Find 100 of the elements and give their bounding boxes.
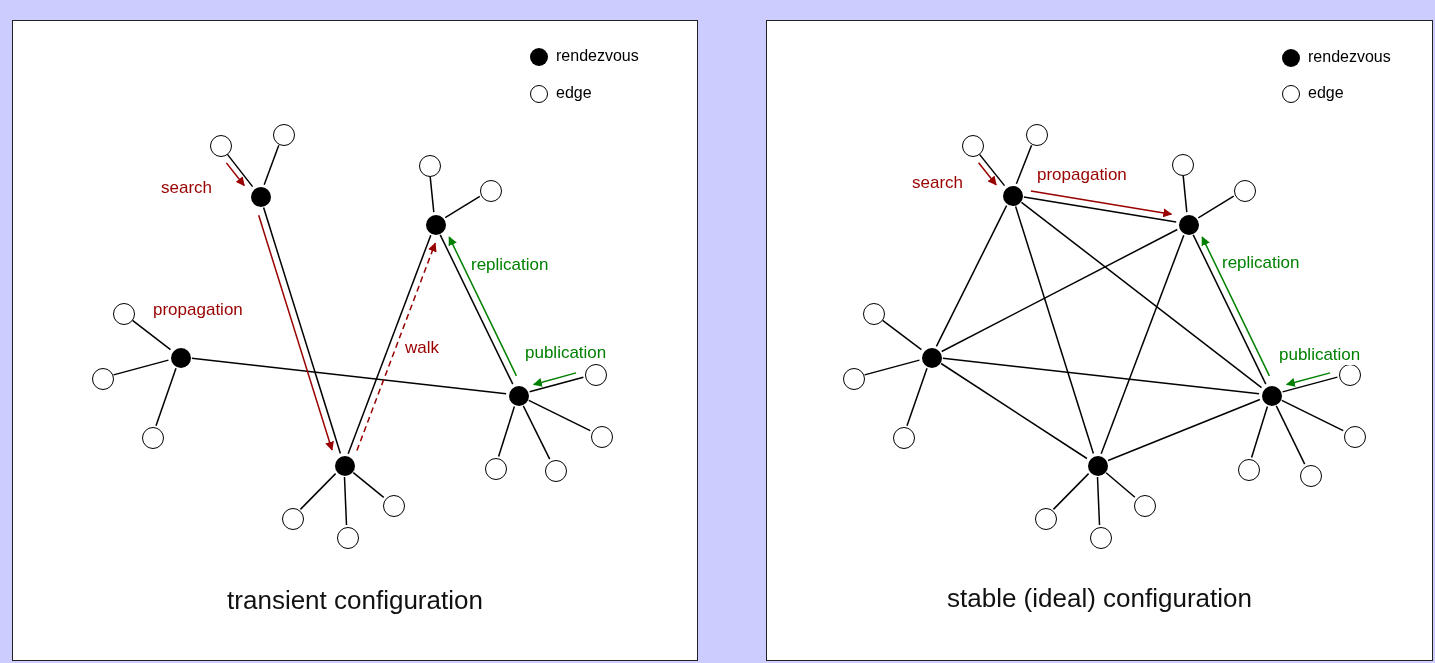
peer-node — [383, 495, 405, 517]
connector-line — [112, 359, 170, 376]
rendezvous-node — [1262, 386, 1282, 406]
peer-node — [92, 368, 114, 390]
connector-line — [226, 153, 254, 188]
legend-label: rendezvous — [1308, 48, 1391, 66]
edge-label: replication — [470, 255, 550, 275]
connector-line — [1275, 405, 1306, 465]
peer-node — [962, 135, 984, 157]
peer-node — [480, 180, 502, 202]
rendezvous-node — [251, 187, 271, 207]
connector-line — [299, 472, 337, 511]
connector-line — [429, 176, 435, 213]
peer-node — [1026, 124, 1048, 146]
connector-line — [1105, 472, 1136, 498]
peer-node — [1172, 154, 1194, 176]
connector-line — [528, 399, 591, 432]
panel-caption: transient configuration — [227, 585, 483, 616]
diagram-panel — [766, 20, 1433, 661]
peer-node — [419, 155, 441, 177]
connector-line — [1014, 205, 1095, 455]
peer-node — [210, 135, 232, 157]
peer-node — [142, 427, 164, 449]
connector-line — [263, 144, 280, 186]
connector-line — [131, 319, 172, 351]
connector-line — [497, 405, 516, 458]
arrow — [977, 162, 997, 186]
edge-label: replication — [1221, 253, 1301, 273]
peer-node — [1238, 459, 1260, 481]
connector-line — [1107, 398, 1261, 462]
connector-line — [940, 362, 1088, 460]
connector-line — [1020, 201, 1263, 389]
peer-node — [585, 364, 607, 386]
legend-label: edge — [556, 84, 592, 102]
arrow — [1201, 236, 1271, 377]
connector-line — [1197, 195, 1235, 219]
connector-line — [978, 153, 1006, 187]
rendezvous-node — [509, 386, 529, 406]
connector-line — [343, 476, 348, 526]
legend-label: rendezvous — [556, 47, 639, 65]
connector-line — [1023, 196, 1177, 223]
panel-caption: stable (ideal) configuration — [947, 583, 1252, 614]
rendezvous-node — [335, 456, 355, 476]
connector-line — [863, 359, 921, 376]
peer-node — [273, 124, 295, 146]
connector-line — [1281, 376, 1339, 393]
connector-line — [942, 357, 1260, 395]
arrow — [448, 236, 518, 377]
connector-line — [940, 228, 1179, 353]
peer-node — [1134, 495, 1156, 517]
peer-node — [1090, 527, 1112, 549]
connector-line — [1250, 405, 1269, 459]
peer-node — [282, 508, 304, 530]
connector-line — [347, 234, 432, 455]
rendezvous-node — [1003, 186, 1023, 206]
peer-node — [485, 458, 507, 480]
peer-node — [893, 427, 915, 449]
arrow — [225, 162, 245, 187]
connector-line — [881, 319, 923, 351]
edge-label: propagation — [1036, 165, 1128, 185]
arrow — [257, 214, 334, 451]
peer-node — [113, 303, 135, 325]
peer-node — [545, 460, 567, 482]
edge-label: publication — [1278, 345, 1362, 365]
connector-line — [935, 204, 1008, 348]
connector-line — [191, 357, 507, 395]
peer-node — [1344, 426, 1366, 448]
edge-label: propagation — [152, 300, 244, 320]
rendezvous-node — [922, 348, 942, 368]
connector-line — [262, 206, 342, 455]
connector-line — [155, 367, 177, 427]
peer-node — [1339, 364, 1361, 386]
rendezvous-node — [1179, 215, 1199, 235]
rendezvous-node — [1088, 456, 1108, 476]
dashed-arrow — [356, 242, 437, 452]
connector-line — [1100, 234, 1185, 455]
arrow — [1285, 372, 1331, 387]
connector-line — [1015, 144, 1033, 185]
rendezvous-node — [171, 348, 191, 368]
connector-line — [444, 195, 481, 219]
diagram-panel — [12, 20, 698, 661]
peer-node — [591, 426, 613, 448]
peer-node — [843, 368, 865, 390]
peer-node — [1234, 180, 1256, 202]
rendezvous-node — [426, 215, 446, 235]
connector-line — [1182, 175, 1188, 213]
connector-line — [439, 234, 514, 385]
connector-line — [906, 367, 928, 427]
arrow — [1030, 190, 1173, 218]
legend-label: edge — [1308, 84, 1344, 102]
edge-label: publication — [524, 343, 608, 363]
connector-line — [352, 471, 385, 499]
connector-line — [522, 405, 551, 460]
connector-line — [1096, 476, 1101, 526]
peer-node — [1300, 465, 1322, 487]
arrow — [532, 372, 577, 387]
peer-node — [1035, 508, 1057, 530]
connector-line — [528, 376, 585, 393]
peer-node — [863, 303, 885, 325]
connector-line — [1052, 472, 1090, 511]
